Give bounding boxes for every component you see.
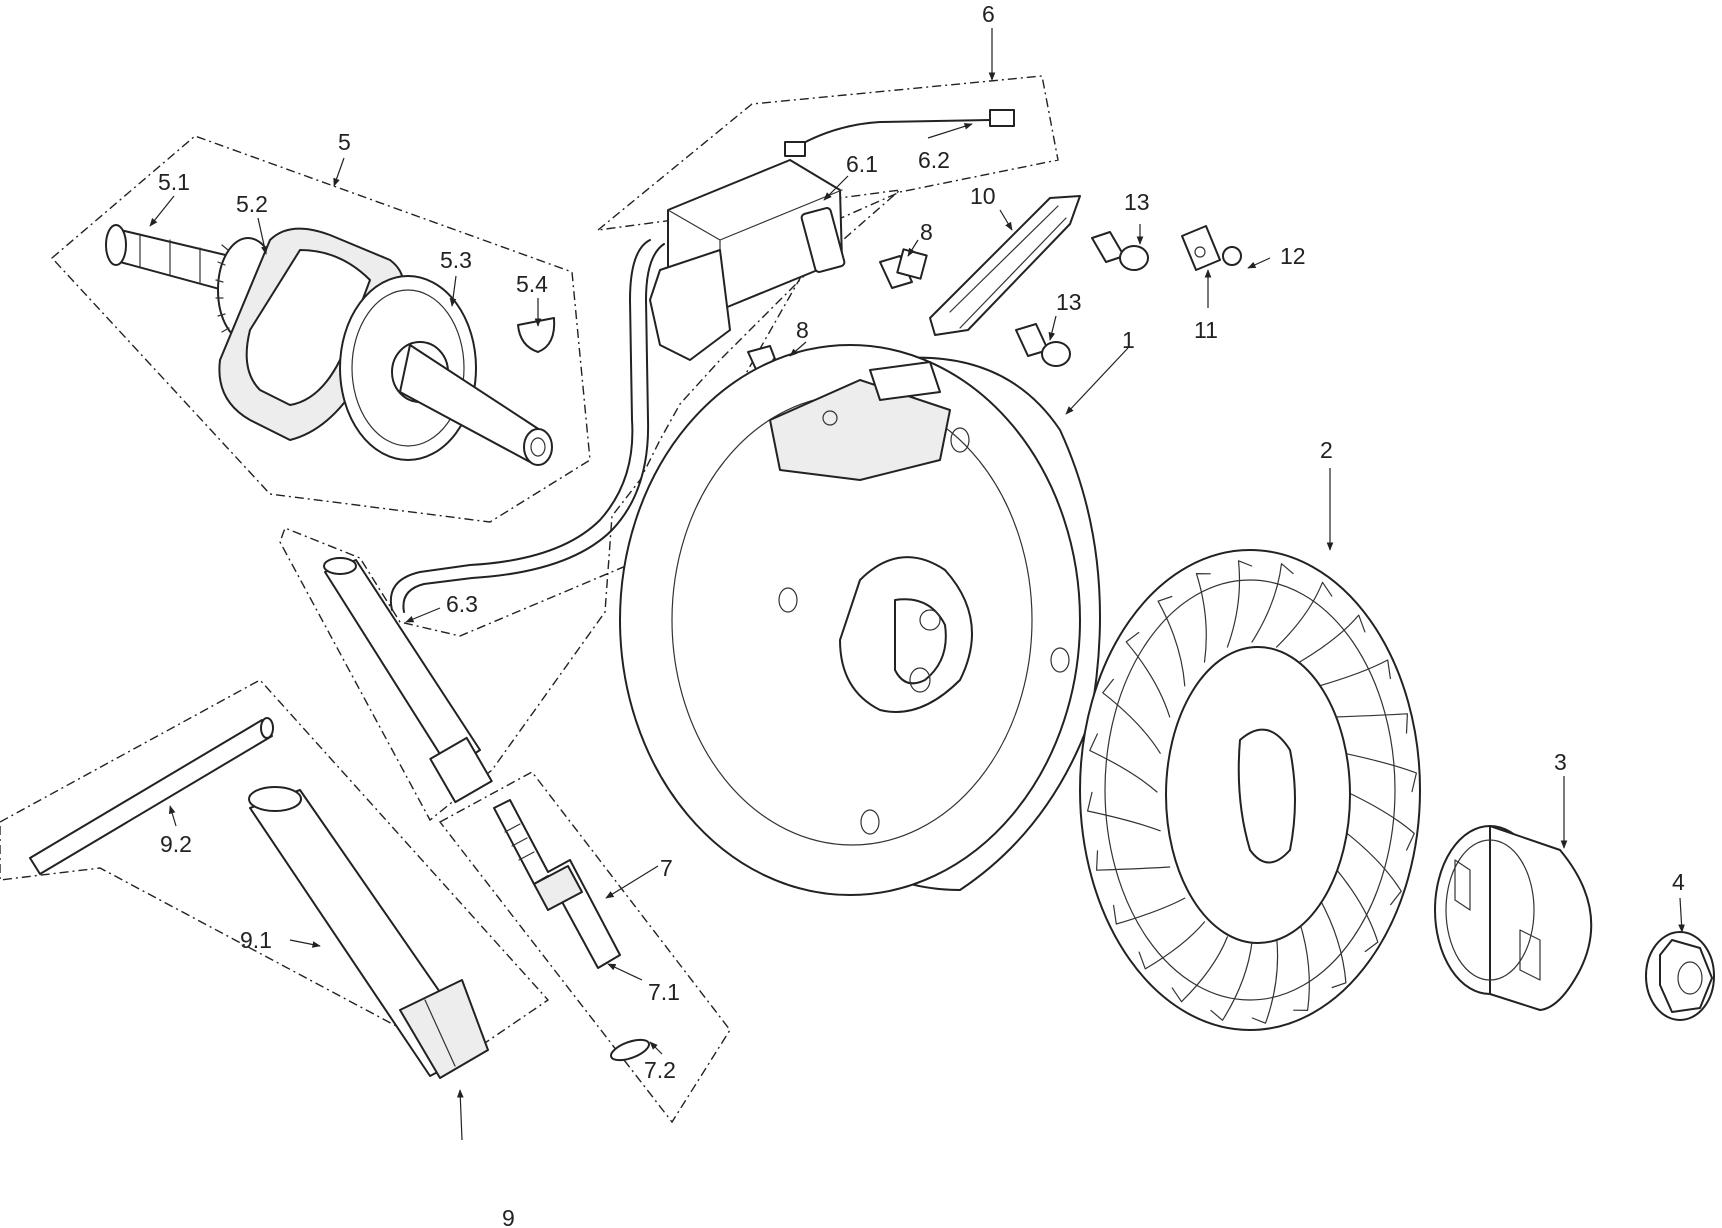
callout-5-2: 5.2	[236, 191, 268, 217]
group-7-boundary	[438, 771, 731, 1124]
callout-7-2: 7.2	[644, 1057, 676, 1083]
fan-blade	[1210, 941, 1253, 1021]
fan-blade	[1318, 659, 1391, 687]
callout-13-upper: 13	[1124, 189, 1150, 215]
callout-9: 9	[502, 1205, 515, 1228]
bolt-8-upper	[879, 255, 913, 289]
flywheel	[619, 344, 1101, 896]
callout-6-3: 6.3	[446, 591, 478, 617]
callout-5-4: 5.4	[516, 271, 548, 297]
spark-plug-wrench-set	[29, 717, 489, 1079]
fan-blade	[1251, 936, 1279, 1024]
fan-blade	[1096, 850, 1171, 871]
callout-5-1: 5.1	[158, 169, 190, 195]
callout-2: 2	[1320, 437, 1333, 463]
ignition-coil-assembly	[323, 109, 1015, 804]
fan-blade	[1333, 713, 1408, 734]
fan-blade	[1293, 921, 1310, 1011]
fan-blade	[1298, 614, 1366, 663]
fan-blade	[1171, 936, 1228, 1003]
flange-nut	[1645, 931, 1715, 1021]
fan-blade	[1125, 631, 1171, 718]
callout-10: 10	[970, 183, 996, 209]
leader-lines	[149, 28, 1685, 1141]
callout-5-3: 5.3	[440, 247, 472, 273]
callout-11: 11	[1194, 317, 1218, 343]
callout-6: 6	[982, 1, 995, 27]
fan-blade	[1346, 791, 1415, 851]
fan-blade	[1276, 581, 1333, 648]
callout-8-upper: 8	[920, 219, 933, 245]
fan-blade	[1333, 866, 1379, 953]
fan-blade	[1138, 921, 1206, 970]
callout-9-2: 9.2	[160, 831, 192, 857]
callout-7-1: 7.1	[648, 979, 680, 1005]
callout-5: 5	[338, 129, 351, 155]
callout-7: 7	[660, 855, 673, 881]
fan-blade	[1343, 752, 1417, 793]
callout-6-2: 6.2	[918, 147, 950, 173]
cooling-fan	[1079, 549, 1421, 1031]
woodruff-key	[517, 317, 556, 353]
spark-plug-group	[493, 799, 650, 1062]
fan-blade	[1113, 897, 1186, 925]
callout-4: 4	[1672, 869, 1685, 895]
starter-cup	[1434, 825, 1593, 1011]
crankshaft-assembly	[105, 224, 556, 466]
callout-8-lower: 8	[796, 317, 809, 343]
callout-12: 12	[1280, 243, 1306, 269]
callout-13-lower: 13	[1056, 289, 1082, 315]
callout-labels: 1 2 3 4 5 5.1 5.2 5.3 5.4 6 6.1 6.2 6.3 …	[158, 1, 1685, 1228]
governor-arm	[929, 195, 1081, 336]
fan-blade	[1195, 573, 1211, 663]
callout-3: 3	[1554, 749, 1567, 775]
callout-1: 1	[1122, 327, 1135, 353]
screw-12	[1222, 246, 1242, 266]
sealing-washer	[610, 1038, 650, 1062]
callout-6-1: 6.1	[846, 151, 878, 177]
fan-blade	[1102, 678, 1161, 754]
fan-blade	[1226, 560, 1253, 648]
group-6-boundary	[279, 75, 1059, 822]
fan-blade	[1089, 733, 1158, 793]
lock-plate	[1181, 225, 1221, 271]
tommy-bar	[29, 719, 273, 875]
fan-blade	[1343, 830, 1402, 906]
fan-blade	[1157, 595, 1186, 687]
fan-blade	[1318, 897, 1347, 989]
fan-blade	[1087, 791, 1161, 832]
fan-blade	[1251, 563, 1294, 643]
callout-9-1: 9.1	[240, 927, 272, 953]
